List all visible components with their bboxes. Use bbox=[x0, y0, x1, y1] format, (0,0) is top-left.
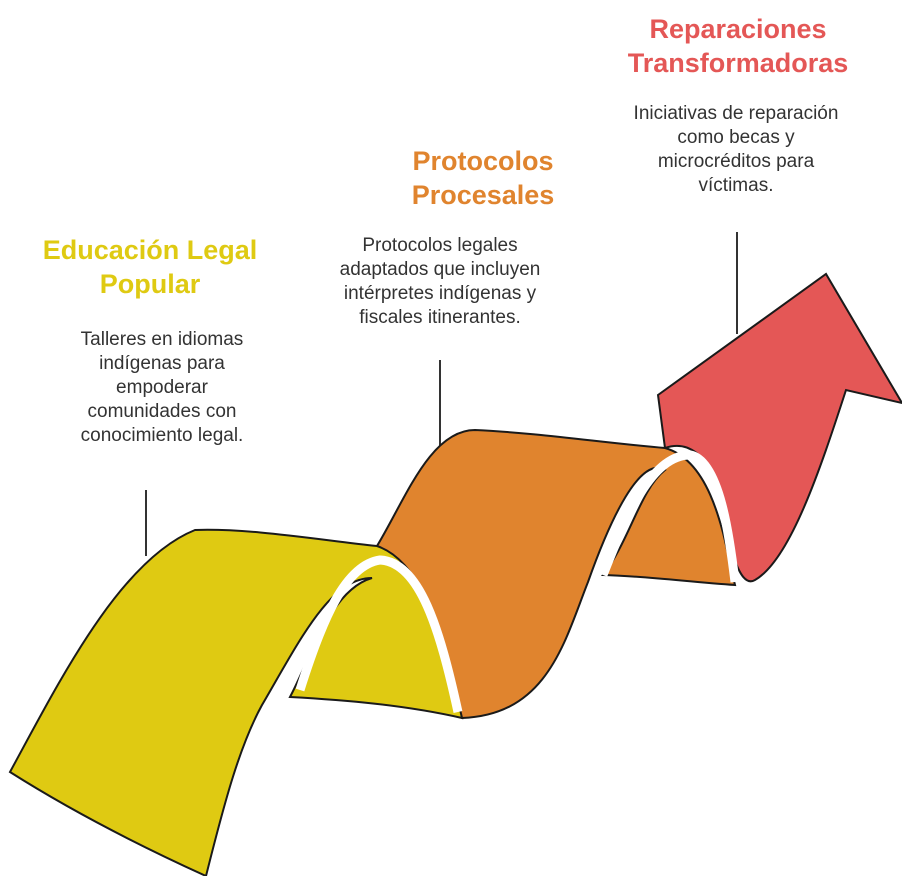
stage-3-description: Iniciativas de reparación como becas y m… bbox=[633, 103, 839, 196]
stage-2-title: Protocolos Procesales bbox=[411, 146, 555, 210]
stage-1-title: Educación Legal Popular bbox=[42, 235, 258, 299]
stage-2-3-gap bbox=[598, 450, 740, 583]
stage-1-description: Talleres en idiomas indígenas para empod… bbox=[80, 329, 244, 446]
stage-2-description: Protocolos legales adaptados que incluye… bbox=[339, 235, 541, 328]
stage-1-band-shape bbox=[8, 528, 464, 876]
stage-1-2-gap bbox=[295, 555, 463, 713]
stage-3-title: Reparaciones Transformadoras bbox=[627, 14, 849, 78]
